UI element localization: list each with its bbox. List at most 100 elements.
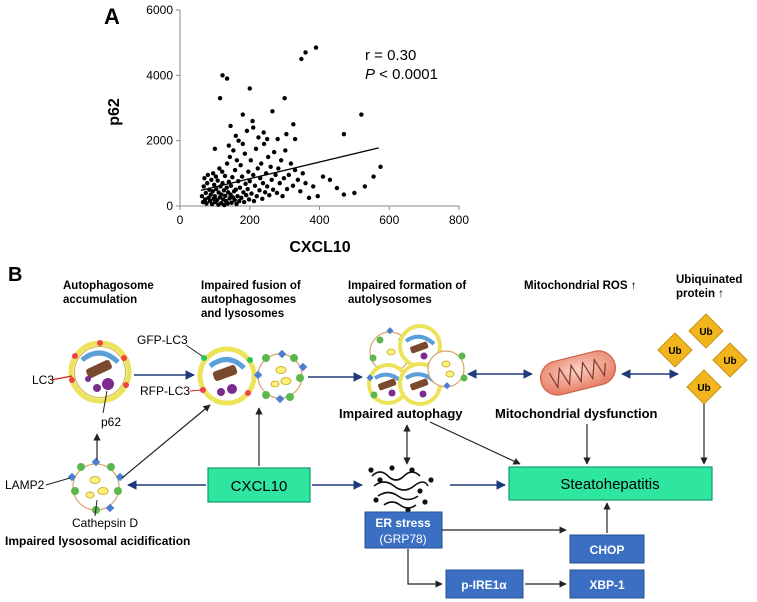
xbp1-box: XBP-1: [569, 569, 645, 599]
stat-p: P < 0.0001: [365, 66, 438, 83]
scatter-point: [255, 166, 260, 171]
scatter-point: [240, 141, 245, 147]
svg-text:XBP-1: XBP-1: [589, 578, 625, 592]
scatter-point: [244, 128, 250, 134]
panel-b-headers: Autophagosome accumulation Impaired fusi…: [63, 274, 742, 320]
steatohepatitis-box: Steatohepatitis: [508, 466, 713, 501]
scatter-point: [284, 131, 289, 137]
scatter-point: [199, 194, 205, 199]
scatter-point: [256, 135, 261, 140]
scatter-point: [327, 177, 333, 183]
scatter-point: [251, 198, 257, 204]
scatter-point: [247, 86, 252, 91]
scatter-point: [266, 154, 271, 160]
scatter-point: [251, 125, 256, 130]
scatter-point: [217, 96, 223, 101]
scatter-point: [270, 187, 276, 192]
scatter-point: [242, 151, 248, 156]
label-mito-dysfunction: Mitochondrial dysfunction: [495, 406, 658, 421]
y-tick-label: 0: [166, 199, 173, 213]
scatter-point: [232, 197, 237, 203]
y-tick-label: 2000: [146, 134, 173, 148]
scatter-point: [251, 172, 256, 178]
x-tick-label: 600: [379, 213, 399, 227]
scatter-point: [248, 158, 253, 163]
scatter-point: [268, 164, 273, 169]
scatter-point: [202, 197, 208, 202]
scatter-point: [271, 149, 277, 155]
scatter-point: [286, 172, 292, 178]
scatter-point: [222, 173, 228, 179]
header-autophagosome-1: Autophagosome: [63, 280, 154, 292]
scatter-point: [303, 180, 308, 186]
scatter-point: [240, 112, 245, 117]
scatter-point: [359, 112, 364, 117]
scatter-point: [210, 189, 215, 194]
scatter-point: [295, 177, 301, 183]
svg-text:(GRP78): (GRP78): [379, 532, 426, 546]
scatter-point: [226, 143, 232, 148]
scatter-point: [228, 192, 233, 197]
scatter-point: [201, 184, 206, 189]
scatter-point: [220, 73, 225, 78]
pire1-box: p-IRE1α: [445, 569, 524, 599]
scatter-point: [219, 169, 225, 174]
scatter-point: [254, 194, 259, 199]
scatter-point: [217, 166, 222, 171]
scatter-point: [270, 109, 275, 114]
scatter-point: [303, 50, 308, 55]
cathepsin-pointer: [94, 499, 98, 517]
scatter-point: [209, 201, 215, 207]
scatter-point: [378, 164, 383, 169]
ub-diamond: Ub: [657, 332, 693, 368]
svg-text:CXCL10: CXCL10: [231, 478, 288, 495]
scatter-point: [247, 178, 252, 184]
y-axis-label: p62: [106, 98, 123, 126]
scatter-point: [218, 200, 224, 206]
scatter-point: [252, 183, 258, 188]
scatter-point: [250, 118, 255, 124]
svg-text:Ub: Ub: [723, 356, 736, 367]
scatter-point: [362, 184, 368, 189]
scatter-point: [245, 186, 250, 192]
y-tick-label: 4000: [146, 68, 173, 82]
svg-text:Ub: Ub: [697, 383, 710, 394]
scatter-point: [243, 181, 248, 186]
er-stress-box: ER stress (GRP78): [364, 511, 443, 549]
scatter-point: [219, 192, 224, 197]
scatter-point: [288, 161, 294, 166]
scatter-point: [238, 162, 243, 168]
scatter-point: [320, 174, 326, 179]
scatter-point: [284, 186, 290, 192]
rfp-pointer: [189, 389, 202, 392]
scatter-point: [275, 136, 280, 142]
scatter-point: [225, 201, 230, 206]
panel-b-letter: B: [8, 264, 22, 286]
label-lamp2: LAMP2: [5, 478, 45, 492]
scatter-point: [273, 172, 278, 178]
label-p62: p62: [101, 415, 121, 429]
scatter-point: [278, 158, 284, 163]
scatter-point: [209, 177, 214, 183]
scatter-point: [300, 171, 305, 176]
label-lc3: LC3: [32, 373, 54, 387]
scatter-point: [311, 184, 316, 189]
scatter-point: [239, 195, 244, 201]
scatter-point: [260, 180, 266, 186]
header-mito-ros: Mitochondrial ROS ↑: [524, 280, 636, 292]
trend-line: [200, 147, 379, 191]
x-tick-label: 800: [449, 213, 469, 227]
ub-diamond: Ub: [688, 313, 724, 349]
scatter-point: [234, 158, 240, 163]
scatter-point: [267, 193, 272, 198]
scatter-point: [205, 172, 211, 178]
header-formation-2: autolysosomes: [348, 294, 432, 306]
scatter-point: [224, 185, 229, 190]
scatter-point: [261, 130, 266, 135]
label-impaired-autophagy: Impaired autophagy: [339, 406, 463, 421]
scatter-point: [283, 148, 288, 153]
scatter-point: [341, 192, 347, 197]
scatter-point: [212, 146, 218, 152]
scatter-point: [264, 184, 270, 189]
